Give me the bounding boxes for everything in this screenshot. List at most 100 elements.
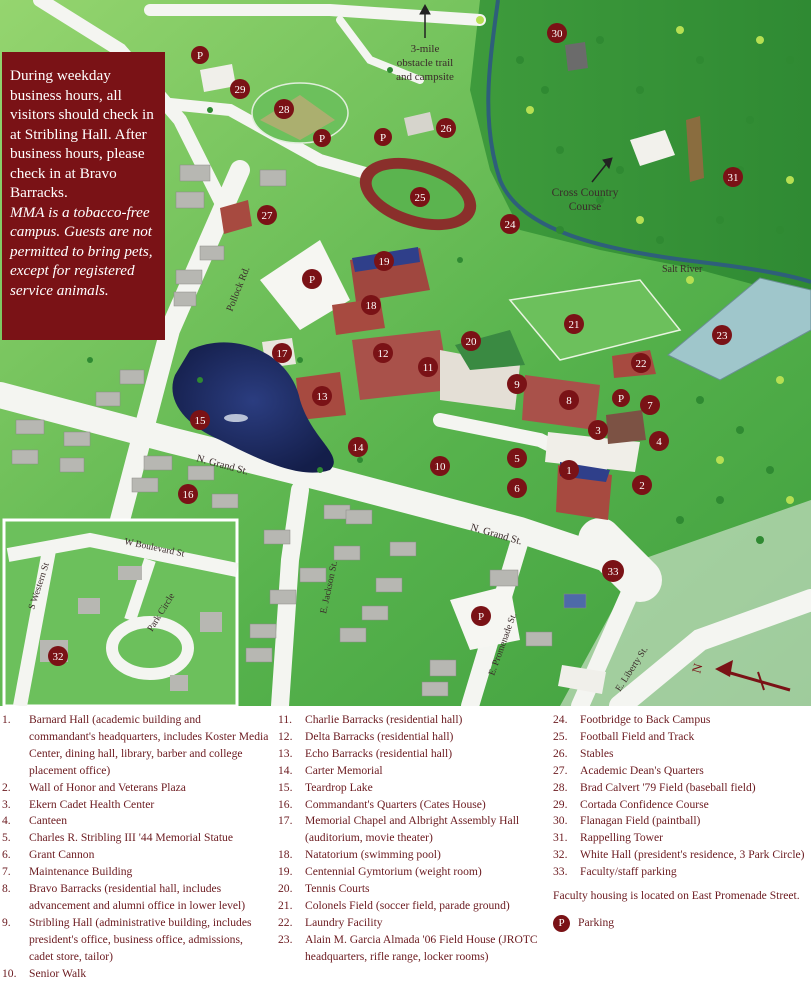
svg-text:11: 11 xyxy=(423,362,434,374)
baseball-infield xyxy=(260,95,335,140)
location-marker-10[interactable]: 10 xyxy=(430,456,450,476)
location-marker-24[interactable]: 24 xyxy=(500,214,520,234)
location-marker-25[interactable]: 25 xyxy=(410,187,430,207)
location-marker-27[interactable]: 27 xyxy=(257,205,277,225)
parking-legend: P Parking xyxy=(553,914,809,932)
direction-arrows xyxy=(419,3,613,183)
location-marker-11[interactable]: 11 xyxy=(418,357,438,377)
legend-item: 21.Colonels Field (soccer field, parade … xyxy=(278,898,510,912)
legend-item: 22.Laundry Facility xyxy=(278,915,383,929)
svg-text:9: 9 xyxy=(514,379,520,391)
location-marker-22[interactable]: 22 xyxy=(631,353,651,373)
lake-fountain xyxy=(224,414,248,422)
field-house xyxy=(667,277,811,381)
svg-text:1: 1 xyxy=(566,465,572,477)
location-marker-17[interactable]: 17 xyxy=(272,343,292,363)
location-marker-28[interactable]: 28 xyxy=(274,99,294,119)
svg-text:6: 6 xyxy=(514,483,520,495)
parking-icon: P xyxy=(191,46,209,64)
location-marker-6[interactable]: 6 xyxy=(507,478,527,498)
legend-item: 6.Grant Cannon xyxy=(2,848,95,862)
legend-column-2: 11.Charlie Barracks (residential hall) 1… xyxy=(278,712,540,966)
cross-country-label: Cross Country xyxy=(552,187,619,199)
legend-item: 7.Maintenance Building xyxy=(2,865,133,879)
svg-text:P: P xyxy=(618,393,624,405)
svg-text:25: 25 xyxy=(415,192,427,204)
tobacco-notice-text: MMA is a tobacco-free campus. Guests are… xyxy=(10,203,153,299)
cross-country-label-2: Course xyxy=(569,201,602,213)
legend-item: 18.Natatorium (swimming pool) xyxy=(278,848,441,862)
location-marker-3[interactable]: 3 xyxy=(588,420,608,440)
legend-item: 10.Senior Walk xyxy=(2,966,87,980)
teardrop-lake xyxy=(172,342,334,473)
location-marker-29[interactable]: 29 xyxy=(230,79,250,99)
map-fade xyxy=(560,500,811,706)
svg-text:4: 4 xyxy=(656,436,662,448)
location-marker-5[interactable]: 5 xyxy=(507,448,527,468)
location-marker-32[interactable]: 32 xyxy=(48,646,68,666)
residential-houses xyxy=(11,164,587,697)
legend-item: 20.Tennis Courts xyxy=(278,882,370,896)
campus-map-drawing: 3-mile obstacle trail and campsite Cross… xyxy=(0,0,811,706)
trail-label-2: obstacle trail xyxy=(397,57,454,69)
location-marker-20[interactable]: 20 xyxy=(461,331,481,351)
legend-item: 27.Academic Dean's Quarters xyxy=(553,763,704,777)
location-marker-26[interactable]: 26 xyxy=(436,118,456,138)
parking-icon: P xyxy=(471,606,491,626)
legend-item: 25.Football Field and Track xyxy=(553,729,695,743)
svg-text:10: 10 xyxy=(435,461,447,473)
trail-label: 3-mile xyxy=(411,43,440,55)
location-marker-23[interactable]: 23 xyxy=(712,325,732,345)
legend-item: 15.Teardrop Lake xyxy=(278,780,373,794)
legend-item: 14.Carter Memorial xyxy=(278,763,383,777)
visitor-notice: During weekday business hours, all visit… xyxy=(2,52,165,340)
main-buildings xyxy=(200,42,704,694)
trees-light xyxy=(476,16,794,504)
legend-item: 28.Brad Calvert '79 Field (baseball fiel… xyxy=(553,780,756,794)
parking-legend-label: Parking xyxy=(578,916,615,930)
legend-item: 30.Flanagan Field (paintball) xyxy=(553,814,701,828)
legend-column-1: 1.Barnard Hall (academic building and co… xyxy=(2,712,270,983)
svg-text:27: 27 xyxy=(262,210,274,222)
parking-icon: P xyxy=(374,128,392,146)
legend-item: 31.Rappelling Tower xyxy=(553,831,664,845)
legend-item: 12.Delta Barracks (residential hall) xyxy=(278,729,454,743)
legend-item: 2.Wall of Honor and Veterans Plaza xyxy=(2,780,186,794)
location-markers[interactable]: 1 2 3 4 5 6 7 8 9 10 11 12 13 14 15 16 1… xyxy=(48,23,743,666)
svg-text:23: 23 xyxy=(717,330,729,342)
location-marker-13[interactable]: 13 xyxy=(312,386,332,406)
svg-text:18: 18 xyxy=(366,300,378,312)
svg-text:16: 16 xyxy=(183,489,195,501)
location-marker-9[interactable]: 9 xyxy=(507,374,527,394)
parking-icon: P xyxy=(612,389,630,407)
location-marker-30[interactable]: 30 xyxy=(547,23,567,43)
legend-item: 5.Charles R. Stribling III '44 Memorial … xyxy=(2,831,233,845)
legend-item: 26.Stables xyxy=(553,746,614,760)
legend-item: 32.White Hall (president's residence, 3 … xyxy=(553,848,805,862)
svg-text:P: P xyxy=(319,133,325,145)
north-arrow-icon: N xyxy=(688,660,791,692)
location-marker-15[interactable]: 15 xyxy=(190,410,210,430)
location-marker-2[interactable]: 2 xyxy=(632,475,652,495)
location-marker-14[interactable]: 14 xyxy=(348,437,368,457)
location-marker-19[interactable]: 19 xyxy=(374,251,394,271)
location-marker-21[interactable]: 21 xyxy=(564,314,584,334)
svg-text:15: 15 xyxy=(195,415,207,427)
visitor-notice-text: During weekday business hours, all visit… xyxy=(10,67,154,201)
location-marker-1[interactable]: 1 xyxy=(559,460,579,480)
location-marker-7[interactable]: 7 xyxy=(640,395,660,415)
svg-text:P: P xyxy=(380,132,386,144)
location-marker-31[interactable]: 31 xyxy=(723,167,743,187)
trail-label-3: and campsite xyxy=(396,71,454,83)
location-marker-4[interactable]: 4 xyxy=(649,431,669,451)
location-marker-18[interactable]: 18 xyxy=(361,295,381,315)
legend-item: 19.Centennial Gymtorium (weight room) xyxy=(278,865,482,879)
location-marker-8[interactable]: 8 xyxy=(559,390,579,410)
parking-icon: P xyxy=(313,129,331,147)
location-marker-16[interactable]: 16 xyxy=(178,484,198,504)
location-marker-33[interactable]: 33 xyxy=(602,560,624,582)
location-marker-12[interactable]: 12 xyxy=(373,343,393,363)
svg-text:22: 22 xyxy=(636,358,647,370)
svg-text:26: 26 xyxy=(441,123,453,135)
svg-text:31: 31 xyxy=(728,172,739,184)
